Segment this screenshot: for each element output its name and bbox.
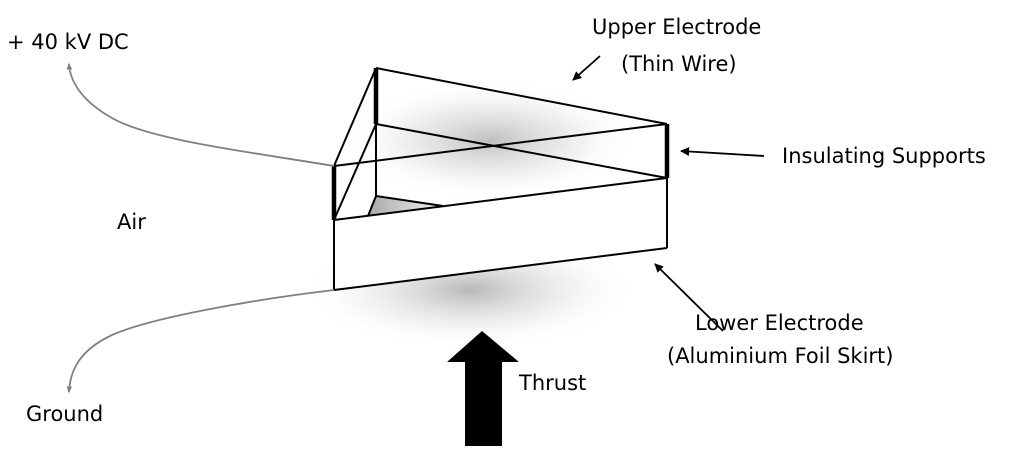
upper-electrode-label: Upper Electrode bbox=[592, 15, 761, 39]
lower-electrode-sublabel: (Aluminium Foil Skirt) bbox=[667, 344, 894, 368]
upper-electrode-sublabel: (Thin Wire) bbox=[621, 52, 737, 76]
top-glow-shading bbox=[340, 80, 640, 200]
upper-electrode-pointer-icon bbox=[572, 55, 601, 81]
ground-wire bbox=[66, 289, 335, 394]
ground-label: Ground bbox=[26, 402, 103, 426]
inner-skirt-shading bbox=[368, 196, 443, 216]
insulating-supports-label: Insulating Supports bbox=[782, 144, 986, 168]
voltage-label: + 40 kV DC bbox=[7, 30, 129, 54]
insulating-supports-pointer-icon bbox=[680, 146, 765, 157]
lower-electrode-pointer-icon bbox=[654, 263, 724, 332]
air-label: Air bbox=[117, 210, 146, 234]
foil-skirt-face bbox=[334, 178, 667, 290]
prism-frame bbox=[333, 67, 668, 291]
lower-electrode-label: Lower Electrode bbox=[695, 311, 864, 335]
thrust-arrow-icon bbox=[447, 331, 519, 446]
hv-wire bbox=[66, 62, 335, 167]
thrust-label: Thrust bbox=[518, 371, 586, 395]
